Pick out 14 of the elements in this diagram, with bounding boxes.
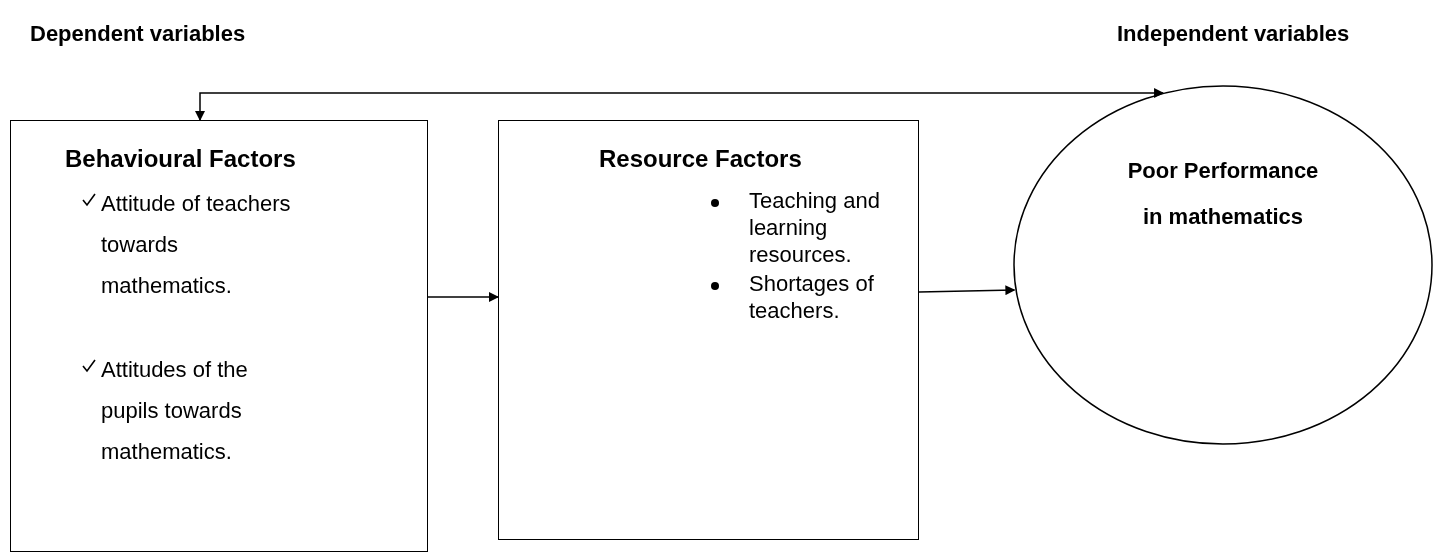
node-title: Poor Performance in mathematics <box>1126 157 1320 231</box>
factor-box <box>498 120 919 540</box>
arrow <box>918 285 1016 296</box>
arrow <box>195 88 1165 121</box>
list-item: Shortages of teachers. <box>749 270 875 324</box>
list-item: Attitudes of the pupils towards mathematics. <box>101 356 249 466</box>
list-item: Teaching and learning resources. <box>749 187 881 268</box>
factor-box <box>10 120 428 552</box>
list-item: Attitude of teachers towards mathematics. <box>101 190 292 300</box>
box-heading: Behavioural Factors <box>65 144 296 174</box>
box-heading: Resource Factors <box>599 144 802 174</box>
column-heading: Dependent variables <box>30 20 246 48</box>
arrow <box>427 292 499 302</box>
column-heading: Independent variables <box>1117 20 1350 48</box>
